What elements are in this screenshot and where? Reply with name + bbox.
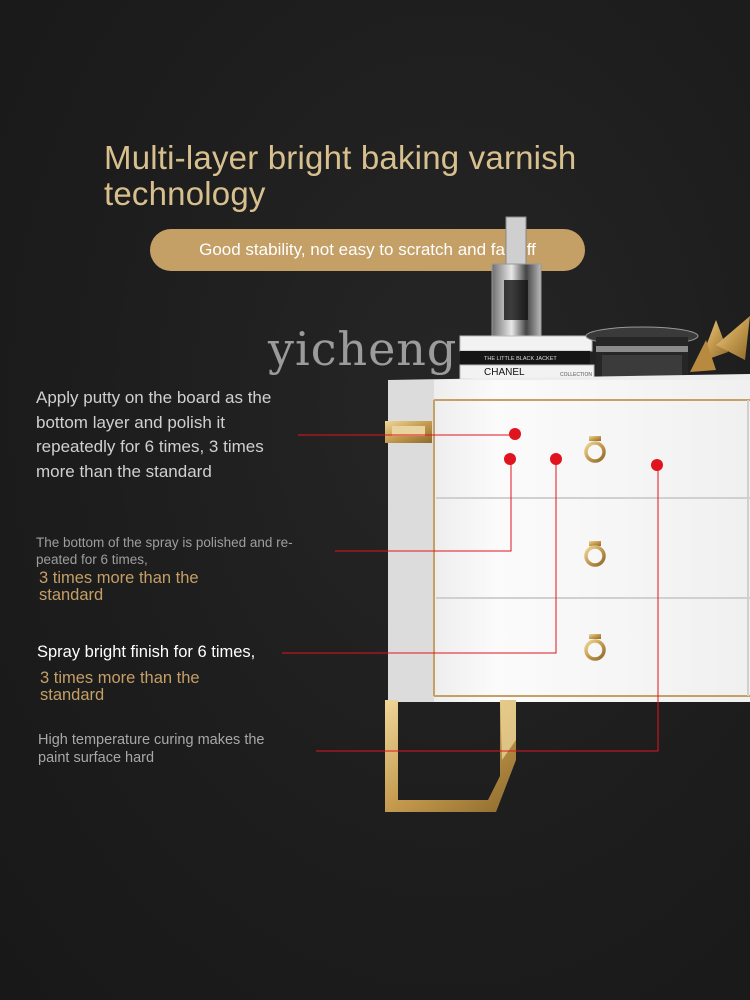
marker-dot-3 <box>550 453 562 465</box>
book-title-bottom: COLLECTION <box>560 372 592 378</box>
decor-tray <box>585 326 699 379</box>
marker-dot-4 <box>651 459 663 471</box>
gold-leg <box>385 700 516 812</box>
book-title-top: THE LITTLE BLACK JACKET <box>484 356 557 362</box>
book-stack: THE LITTLE BLACK JACKET CHANEL COLLECTIO… <box>459 335 595 380</box>
marker-dot-1 <box>509 428 521 440</box>
headline: Multi-layer bright baking varnish techno… <box>104 139 577 212</box>
callout-bright-finish: Spray bright finish for 6 times, <box>37 643 256 661</box>
callout-leader-lines <box>282 434 659 752</box>
drawer-handle-1 <box>584 436 606 463</box>
cabinet <box>385 374 750 702</box>
perfume-bottle <box>491 216 542 337</box>
callout-spray-base: The bottom of the spray is polished and … <box>36 535 293 567</box>
marker-dot-2 <box>504 453 516 465</box>
callout-spray-base-highlight: 3 times more than the standard <box>39 569 199 604</box>
callout-curing: High temperature curing makes the paint … <box>38 732 265 766</box>
callout-putty-layer: Apply putty on the board as the bottom l… <box>36 388 272 481</box>
gold-crane-ornament <box>690 316 750 372</box>
drawer-handle-2 <box>584 541 606 567</box>
watermark: yicheng <box>268 322 458 376</box>
callout-bright-finish-highlight: 3 times more than the standard <box>40 669 200 704</box>
drawer-handle-3 <box>584 634 606 661</box>
book-title-chanel: CHANEL <box>484 367 525 378</box>
